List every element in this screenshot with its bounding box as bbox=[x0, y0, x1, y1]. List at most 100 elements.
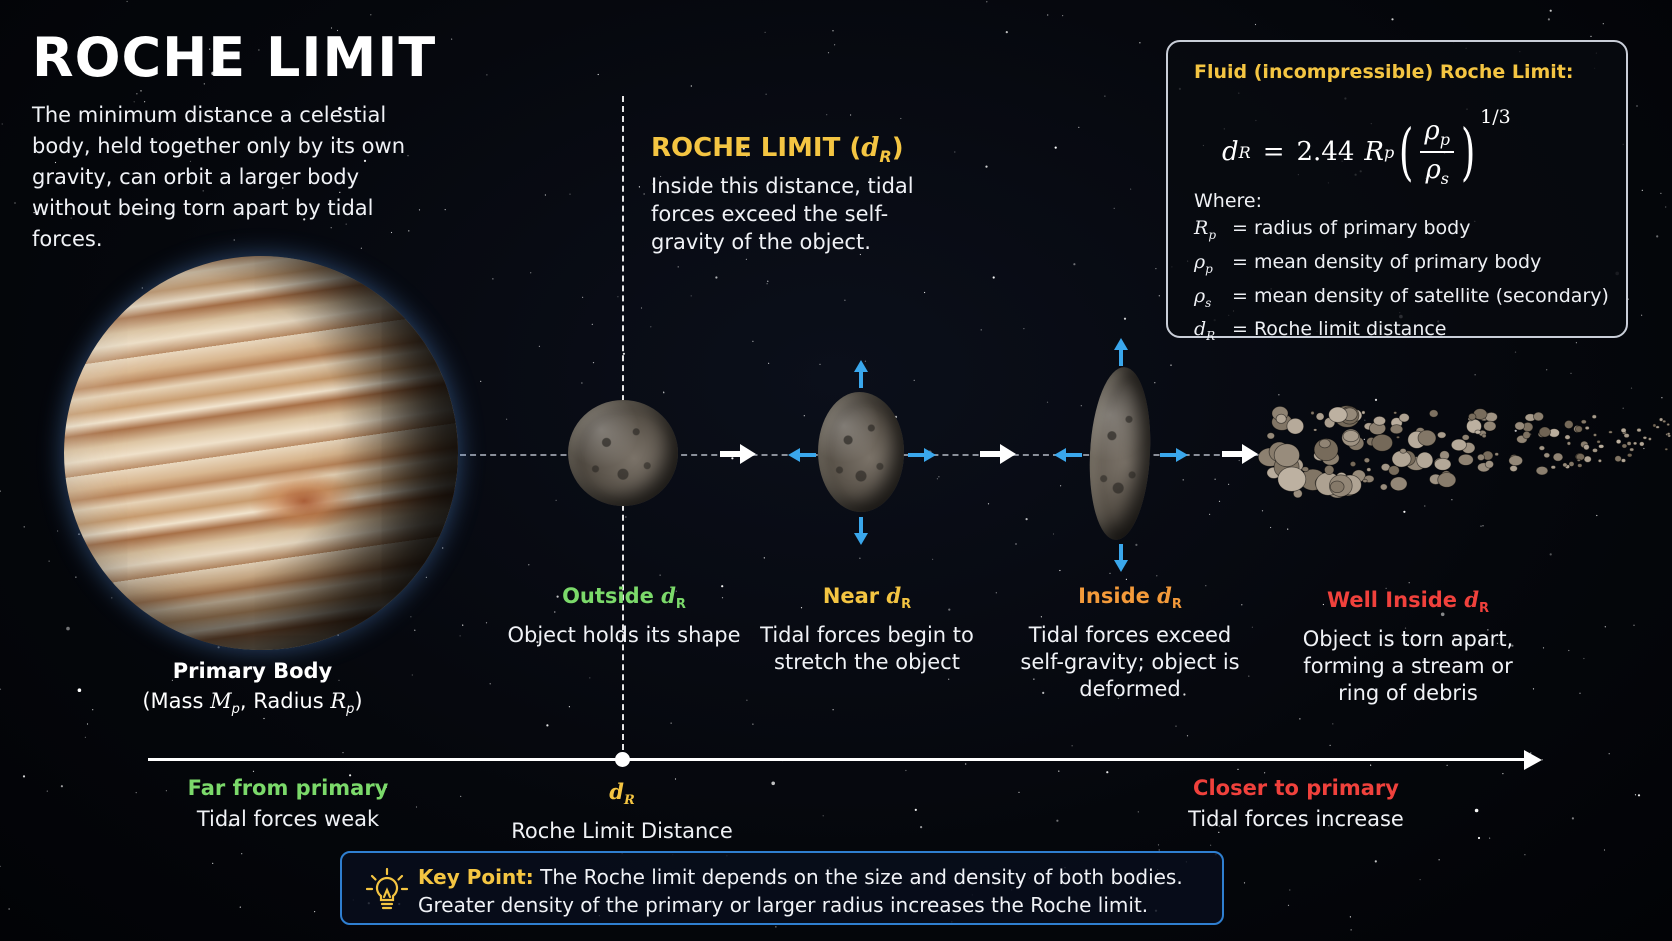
star bbox=[1489, 837, 1491, 839]
star bbox=[1261, 510, 1264, 512]
star bbox=[1496, 642, 1499, 644]
star bbox=[239, 906, 241, 908]
star bbox=[263, 694, 265, 696]
star bbox=[460, 795, 462, 798]
star bbox=[0, 688, 2, 690]
star bbox=[965, 763, 967, 765]
star bbox=[480, 380, 482, 382]
debris-fragment bbox=[1484, 460, 1494, 469]
debris-fragment bbox=[1389, 476, 1408, 492]
definition-text: = mean density of satellite (secondary) bbox=[1232, 284, 1609, 307]
debris-fragment bbox=[1476, 453, 1485, 461]
star bbox=[1480, 525, 1482, 527]
definition-symbol-base: ρ bbox=[1194, 250, 1206, 273]
star bbox=[217, 646, 220, 649]
star bbox=[985, 165, 988, 168]
debris-fragment bbox=[1417, 429, 1437, 447]
star bbox=[1254, 23, 1257, 26]
star bbox=[1532, 688, 1535, 690]
star bbox=[1413, 639, 1415, 641]
definition-text: = radius of primary body bbox=[1232, 217, 1471, 239]
star bbox=[57, 530, 59, 532]
axis-label-heading: Closer to primary bbox=[1193, 776, 1399, 800]
debris-fragment bbox=[1608, 430, 1613, 434]
star bbox=[126, 0, 128, 3]
star bbox=[1071, 745, 1073, 747]
star bbox=[241, 853, 243, 855]
stage-heading-symbol: d bbox=[1157, 583, 1172, 608]
star bbox=[148, 212, 150, 214]
star bbox=[1364, 419, 1366, 421]
star bbox=[442, 547, 444, 549]
star bbox=[1368, 639, 1370, 641]
star bbox=[1665, 206, 1667, 208]
formula-lhs: d bbox=[1222, 137, 1239, 167]
star bbox=[767, 280, 769, 282]
star bbox=[1396, 665, 1398, 667]
axis-label-heading: Far from primary bbox=[187, 776, 389, 800]
debris-fragment bbox=[1366, 467, 1372, 472]
debris-fragment bbox=[1647, 437, 1652, 441]
star bbox=[1349, 916, 1351, 918]
arrow-left-icon bbox=[788, 448, 816, 462]
debris-fragment bbox=[1509, 465, 1518, 473]
star bbox=[263, 717, 265, 720]
star bbox=[410, 616, 412, 618]
stage-heading-text: Inside bbox=[1078, 584, 1158, 608]
star bbox=[411, 674, 413, 676]
star bbox=[1350, 929, 1352, 931]
star bbox=[986, 1, 988, 3]
star bbox=[212, 862, 214, 865]
roche-limit-heading: ROCHE LIMIT (dR) bbox=[651, 133, 904, 166]
key-point-text: Key Point: The Roche limit depends on th… bbox=[418, 863, 1218, 919]
star bbox=[1137, 811, 1139, 813]
debris-fragment bbox=[1620, 458, 1627, 463]
star bbox=[1454, 637, 1456, 639]
star bbox=[258, 49, 260, 51]
debris-fragment bbox=[1399, 448, 1407, 454]
debris-fragment bbox=[1662, 419, 1667, 424]
star bbox=[715, 276, 718, 279]
star bbox=[954, 151, 956, 153]
star bbox=[54, 161, 57, 164]
star bbox=[995, 592, 997, 594]
star bbox=[444, 209, 446, 211]
star bbox=[199, 207, 201, 210]
star bbox=[1123, 317, 1127, 320]
star bbox=[111, 597, 113, 599]
debris-fragment bbox=[1552, 452, 1564, 462]
star bbox=[1637, 794, 1641, 797]
star bbox=[589, 677, 591, 679]
star bbox=[914, 808, 917, 812]
star bbox=[1374, 860, 1377, 863]
star bbox=[640, 307, 643, 309]
star bbox=[330, 27, 333, 29]
debris-fragment bbox=[1615, 439, 1622, 445]
star bbox=[233, 239, 235, 241]
star bbox=[1438, 859, 1440, 861]
star bbox=[1073, 263, 1076, 266]
star bbox=[1125, 578, 1127, 581]
star bbox=[492, 278, 494, 280]
roche-limit-marker-dot bbox=[615, 752, 630, 767]
star bbox=[1571, 817, 1574, 820]
star bbox=[1154, 382, 1156, 384]
star bbox=[1370, 764, 1372, 766]
star bbox=[1328, 825, 1330, 827]
debris-fragment bbox=[1273, 443, 1301, 468]
star bbox=[1078, 126, 1080, 128]
star bbox=[746, 699, 748, 701]
debris-fragment bbox=[1636, 427, 1642, 433]
radius-subscript: p bbox=[346, 702, 355, 718]
star bbox=[1474, 808, 1479, 813]
star bbox=[932, 558, 934, 560]
stage-near: Near dR Tidal forces begin to stretch th… bbox=[747, 582, 987, 676]
primary-body-name: Primary Body bbox=[172, 659, 333, 683]
star bbox=[546, 724, 549, 727]
star bbox=[1641, 314, 1643, 316]
axis-label-text: Roche Limit Distance bbox=[511, 819, 733, 844]
stage-outside: Outside dR Object holds its shape bbox=[504, 582, 744, 649]
star bbox=[1155, 268, 1157, 270]
star bbox=[800, 607, 803, 609]
numerator-symbol: ρ bbox=[1424, 115, 1440, 146]
